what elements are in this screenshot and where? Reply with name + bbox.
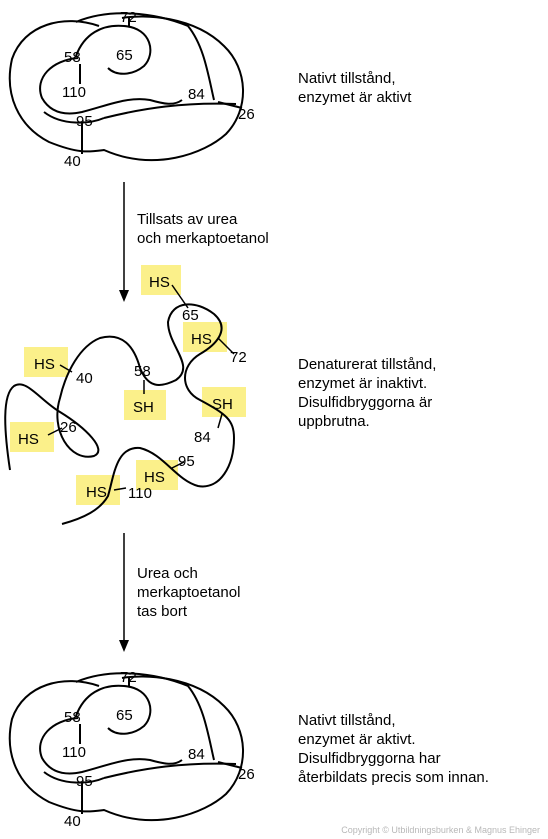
residue-label: 65	[116, 707, 133, 724]
residue-label: 58	[134, 363, 151, 380]
sh-group-label: HS	[149, 274, 170, 291]
arrow-label-line: Urea och	[137, 565, 198, 582]
description-line: återbildats precis som innan.	[298, 769, 489, 786]
denatured-state-description: Denaturerat tillstånd, enzymet är inakti…	[298, 355, 436, 431]
description-line: Denaturerat tillstånd,	[298, 356, 437, 373]
native-state-top: 72 65 58 110 84 26 95 40	[8, 9, 255, 170]
description-line: Nativt tillstånd,	[298, 70, 396, 87]
sh-group-label: HS	[34, 356, 55, 373]
sh-group-label: HS	[191, 331, 212, 348]
residue-label: 95	[76, 113, 93, 130]
arrow-label-line: och merkaptoetanol	[137, 230, 269, 247]
arrow-label-line: Tillsats av urea	[137, 211, 238, 228]
description-line: enzymet är inaktivt.	[298, 375, 428, 392]
residue-label: 110	[128, 485, 152, 502]
sh-highlight	[10, 422, 54, 452]
copyright-notice: Copyright © Utbildningsburken & Magnus E…	[341, 825, 540, 835]
residue-label: 40	[64, 813, 81, 830]
description-line: uppbrutna.	[298, 413, 370, 430]
residue-label: 65	[182, 307, 199, 324]
sh-group-label: HS	[18, 431, 39, 448]
residue-label: 72	[120, 9, 137, 26]
sh-group-label: SH	[133, 399, 154, 416]
description-line: enzymet är aktivt.	[298, 731, 416, 748]
description-line: Nativt tillstånd,	[298, 712, 396, 729]
residue-label: 95	[76, 773, 93, 790]
arrow-down-icon	[119, 533, 129, 652]
sh-highlight	[141, 265, 181, 295]
residue-label: 84	[188, 86, 205, 103]
residue-label: 26	[238, 766, 255, 783]
arrow-label-line: tas bort	[137, 603, 188, 620]
residue-label: 40	[76, 370, 93, 387]
sh-group-label: HS	[144, 469, 165, 486]
description-line: enzymet är aktivt	[298, 89, 412, 106]
residue-label: 84	[194, 429, 211, 446]
sh-highlight	[24, 347, 68, 377]
arrow-label-add-urea: Tillsats av urea och merkaptoetanol	[137, 210, 269, 248]
sh-highlight	[136, 460, 178, 490]
residue-label: 40	[64, 153, 81, 170]
residue-label: 95	[178, 453, 195, 470]
sh-group-label: SH	[212, 396, 233, 413]
denatured-state: 65 72 58 40 26 84 95 110 HS HS HS SH SH …	[4, 265, 247, 525]
arrow-down-icon	[119, 182, 129, 302]
description-line: Disulfidbryggorna har	[298, 750, 441, 767]
residue-label: 58	[64, 709, 81, 726]
native-state-description: Nativt tillstånd, enzymet är aktivt	[298, 69, 411, 107]
residue-label: 72	[230, 349, 247, 366]
residue-label: 65	[116, 47, 133, 64]
residue-label: 110	[62, 744, 86, 761]
native-state-bottom: 72 65 58 110 84 26 95 40	[8, 669, 255, 830]
residue-label: 58	[64, 49, 81, 66]
sh-highlight	[124, 390, 166, 420]
residue-label: 26	[60, 419, 77, 436]
residue-label: 110	[62, 84, 86, 101]
residue-label: 84	[188, 746, 205, 763]
sh-highlight	[202, 387, 246, 417]
residue-label: 26	[238, 106, 255, 123]
sh-group-label: HS	[86, 484, 107, 501]
description-line: Disulfidbryggorna är	[298, 394, 433, 411]
arrow-label-line: merkaptoetanol	[137, 584, 241, 601]
renatured-state-description: Nativt tillstånd, enzymet är aktivt. Dis…	[298, 711, 489, 787]
residue-label: 72	[120, 669, 137, 686]
arrow-label-remove-urea: Urea och merkaptoetanol tas bort	[137, 564, 240, 621]
